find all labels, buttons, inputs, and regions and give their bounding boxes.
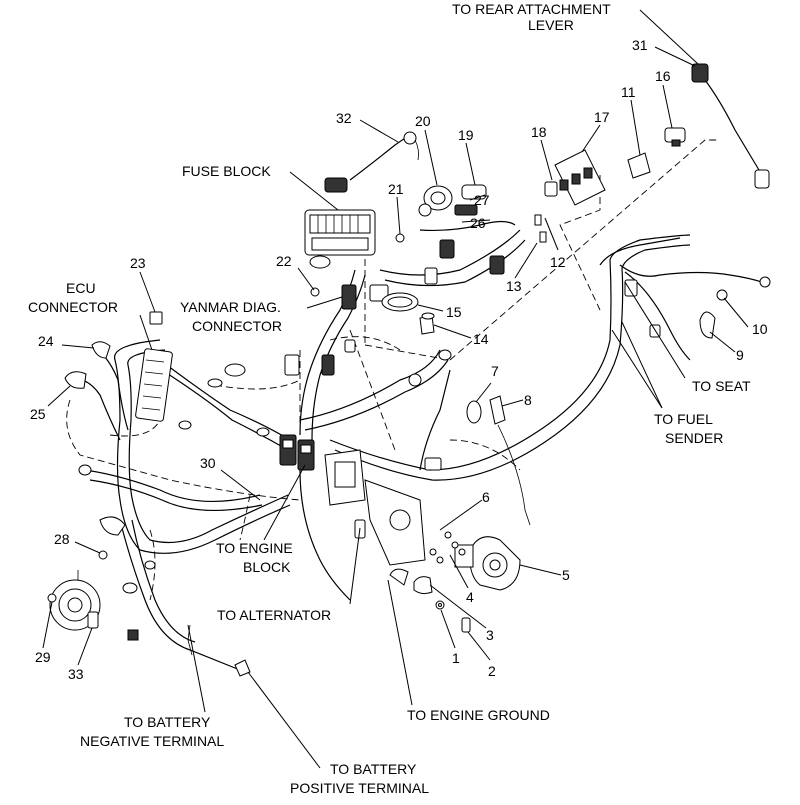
- center-bracket: [324, 449, 426, 566]
- callout-1: 1: [452, 650, 460, 666]
- label-ecu-line1: ECU: [66, 280, 96, 296]
- label-alternator: TO ALTERNATOR: [217, 607, 331, 623]
- callout-27: 27: [474, 192, 490, 208]
- callout-28: 28: [54, 531, 70, 547]
- label-engine-block-line1: TO ENGINE: [216, 540, 293, 556]
- engine-block-connectors: [279, 434, 315, 471]
- callout-19: 19: [458, 127, 474, 143]
- callout-22: 22: [276, 253, 292, 269]
- callout-6: 6: [482, 489, 490, 505]
- yanmar-diag-connector: [341, 284, 389, 310]
- starter-part: [454, 536, 521, 591]
- hardware-parts: [389, 531, 471, 633]
- callout-3: 3: [486, 627, 494, 643]
- parts-23-24-25-28: [64, 311, 163, 560]
- label-ecu-line2: CONNECTOR: [28, 299, 118, 315]
- callout-15: 15: [446, 304, 462, 320]
- callout-30: 30: [200, 455, 216, 471]
- label-battery-positive-line2: POSITIVE TERMINAL: [290, 780, 429, 796]
- callout-16: 16: [655, 68, 671, 84]
- callout-11: 11: [621, 84, 636, 100]
- callout-2: 2: [488, 663, 496, 679]
- fuse-block-part: [304, 209, 376, 269]
- harness-clamps: [78, 339, 452, 641]
- parts-19-20-26-27: [418, 184, 516, 285]
- label-rear-attachment-line1: TO REAR ATTACHMENT: [452, 1, 611, 17]
- label-battery-positive-line1: TO BATTERY: [330, 761, 417, 777]
- callout-7: 7: [491, 363, 499, 379]
- callout-8: 8: [524, 392, 532, 408]
- callout-5: 5: [562, 567, 570, 583]
- battery-terminals: [187, 624, 251, 677]
- callout-21: 21: [388, 181, 404, 197]
- callout-29: 29: [35, 649, 51, 665]
- callout-17: 17: [594, 109, 610, 125]
- label-to-seat: TO SEAT: [692, 378, 751, 394]
- label-engine-block-line2: BLOCK: [243, 559, 291, 575]
- callout-4: 4: [466, 589, 474, 605]
- label-battery-negative-line1: TO BATTERY: [124, 714, 211, 730]
- callout-33: 33: [68, 666, 84, 682]
- label-yanmar-line2: CONNECTOR: [192, 318, 282, 334]
- horn-part: [47, 570, 101, 631]
- callout-25: 25: [30, 406, 46, 422]
- callout-20: 20: [415, 113, 431, 129]
- parts-14-15: [381, 292, 435, 335]
- label-battery-negative-line2: NEGATIVE TERMINAL: [80, 733, 224, 749]
- callout-23: 23: [130, 255, 146, 271]
- callout-31: 31: [632, 37, 648, 53]
- label-fuel-sender-line2: SENDER: [665, 430, 723, 446]
- callout-10: 10: [752, 321, 768, 337]
- part-31: [691, 63, 770, 189]
- main-harness: [74, 229, 766, 671]
- ecu-connector-part: [135, 348, 173, 422]
- label-engine-ground: TO ENGINE GROUND: [407, 707, 550, 723]
- part-32: [324, 131, 419, 193]
- leader-lines: [42, 9, 749, 769]
- label-fuse-block: FUSE BLOCK: [182, 163, 271, 179]
- callout-13: 13: [506, 278, 522, 294]
- callout-14: 14: [473, 331, 489, 347]
- parts-7-8: [466, 395, 506, 425]
- callout-32: 32: [336, 110, 352, 126]
- callout-26: 26: [470, 215, 486, 231]
- label-rear-attachment-line2: LEVER: [528, 17, 574, 33]
- callout-9: 9: [736, 347, 744, 363]
- seat-connectors: [624, 276, 771, 339]
- label-fuel-sender-line1: TO FUEL: [654, 411, 713, 427]
- label-yanmar-line1: YANMAR DIAG.: [180, 299, 281, 315]
- callout-18: 18: [531, 124, 547, 140]
- dash-switches: [534, 127, 686, 243]
- text-labels: TO REAR ATTACHMENT LEVER FUSE BLOCK ECU …: [28, 1, 751, 796]
- callout-12: 12: [550, 254, 566, 270]
- callout-24: 24: [38, 333, 54, 349]
- callout-numbers: 1 2 3 4 5 6 7 8 9 10 11 12 13 14 15 16 1…: [30, 37, 768, 682]
